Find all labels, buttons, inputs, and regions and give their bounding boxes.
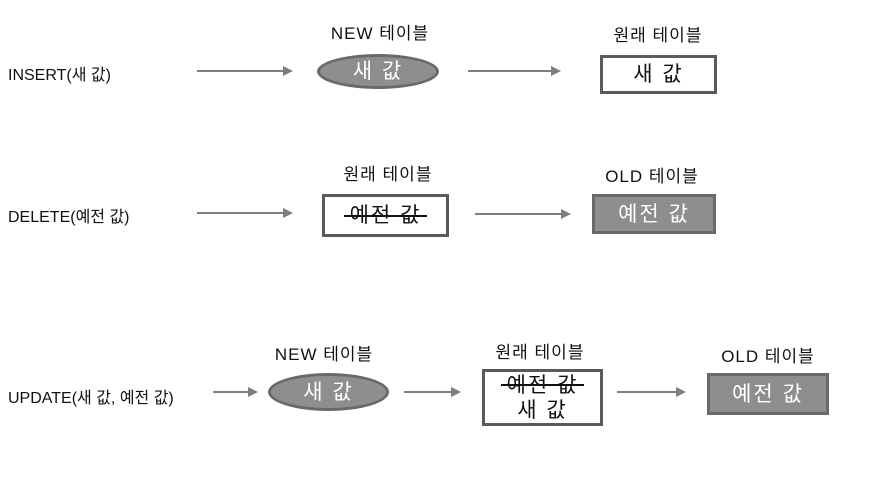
value-text: 새 값 [517, 398, 568, 422]
old-table-title: OLD 테이블 [721, 347, 815, 366]
value-text: 예전 값 [732, 382, 804, 406]
value-text: 예전 값 [500, 373, 585, 397]
old-table-box: 예전 값 [592, 194, 716, 234]
new-table-title: NEW 테이블 [330, 24, 430, 43]
flow-arrow [468, 66, 561, 76]
old-table-box: 예전 값 [707, 373, 829, 415]
value-text: 새 값 [633, 63, 684, 86]
flow-arrow [475, 209, 571, 219]
flow-arrow [617, 387, 686, 397]
original-table-title: 원래 테이블 [613, 26, 703, 45]
original-table-box: 예전 값 새 값 [482, 369, 603, 426]
value-text: 예전 값 [343, 204, 428, 227]
original-table-box: 예전 값 [322, 194, 449, 237]
value-text: 새 값 [303, 380, 354, 404]
original-table-box: 새 값 [600, 55, 717, 94]
original-table-title: 원래 테이블 [343, 165, 433, 184]
flow-arrow [213, 387, 258, 397]
insert-operation-label: INSERT(새 값) [8, 67, 111, 84]
new-table-title: NEW 테이블 [274, 345, 374, 364]
value-text: 예전 값 [618, 202, 690, 226]
original-table-title: 원래 테이블 [495, 343, 585, 362]
delete-operation-label: DELETE(예전 값) [8, 209, 130, 226]
update-operation-label: UPDATE(새 값, 예전 값) [8, 390, 174, 407]
flow-arrow [197, 66, 293, 76]
flow-arrow [404, 387, 461, 397]
new-table-ellipse: 새 값 [268, 373, 389, 411]
old-table-title: OLD 테이블 [605, 167, 699, 186]
value-text: 새 값 [352, 60, 404, 83]
flow-arrow [197, 208, 293, 218]
new-table-ellipse: 새 값 [317, 54, 439, 89]
